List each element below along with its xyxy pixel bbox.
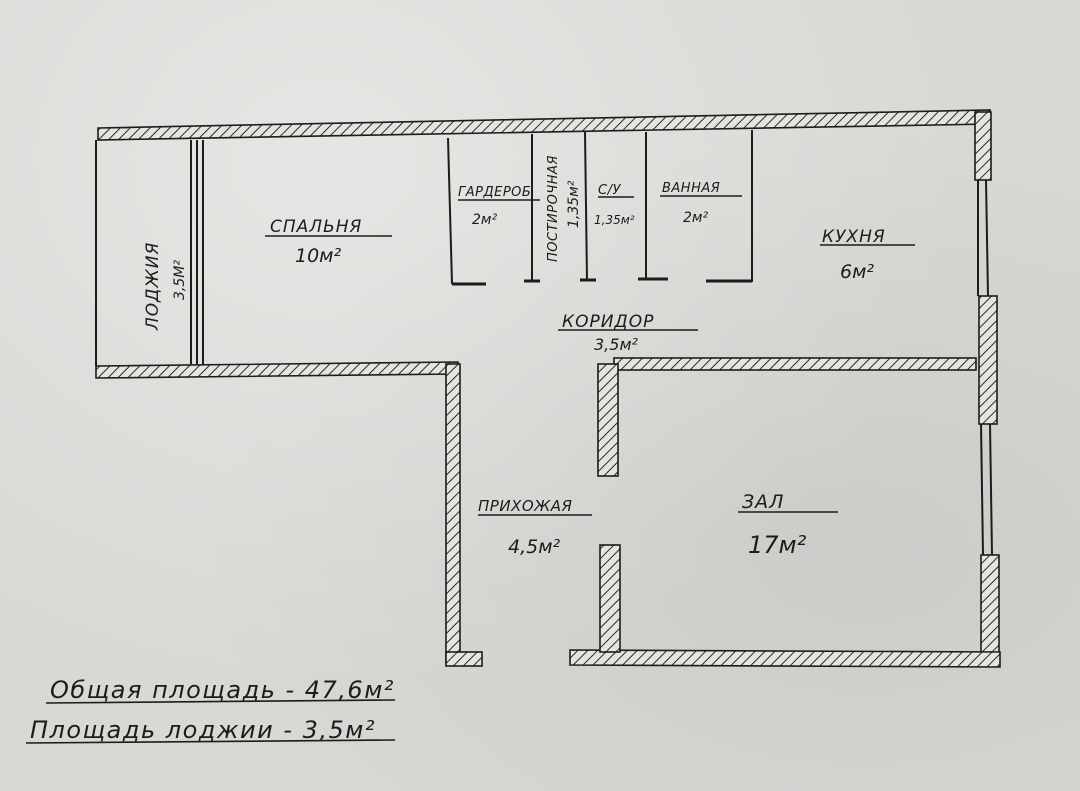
- linen-area: 1,35м²: [566, 180, 582, 228]
- loggia-area: 3,5М²: [172, 260, 188, 300]
- kitchen-right-wall-lower: [978, 295, 998, 425]
- hall-left-wall-foot: [445, 651, 483, 667]
- hall-area: 4,5м²: [508, 536, 561, 558]
- living-top-wall: [613, 357, 977, 371]
- bedroom-bottom-wall: [95, 361, 459, 379]
- wardrobe-name: ГАРДЕРОБ: [458, 185, 531, 200]
- hall-right-wall-upper: [597, 363, 619, 477]
- bath-area: 2м²: [683, 210, 708, 226]
- kitchen-right-wall-upper: [974, 111, 992, 181]
- living-area: 17м²: [748, 531, 807, 559]
- hall-left-wall: [445, 363, 461, 665]
- linen-wc-wall: [584, 131, 588, 281]
- living-window-b: [989, 423, 993, 556]
- exterior-walls: [95, 109, 1001, 668]
- total-area-note: Общая площадь - 47,6м²: [50, 676, 395, 704]
- top-wall: [97, 109, 991, 141]
- partitions: [95, 130, 993, 556]
- linen-name: ПОСТИРОЧНАЯ: [546, 155, 561, 262]
- label-underlines: [25, 195, 915, 744]
- kitchen-area: 6м²: [840, 261, 874, 283]
- living-right-wall: [980, 554, 1000, 666]
- living-window-a: [980, 423, 984, 556]
- corridor-name: КОРИДОР: [562, 312, 654, 332]
- bedroom-area: 10м²: [295, 245, 342, 267]
- kitchen-name: КУХНЯ: [822, 227, 886, 247]
- wc-area: 1,35м²: [594, 213, 635, 227]
- loggia-area-note: Площадь лоджии - 3,5м²: [30, 716, 376, 744]
- wc-name: С/У: [598, 183, 621, 198]
- wardrobe-left-wall: [447, 137, 453, 285]
- hall-right-wall-lower: [599, 544, 621, 653]
- living-bottom-wall: [569, 649, 1001, 668]
- bedroom-name: СПАЛЬНЯ: [270, 217, 362, 237]
- bath-name: ВАННАЯ: [662, 181, 720, 196]
- kitchen-window-b: [985, 179, 989, 297]
- living-name: ЗАЛ: [742, 491, 784, 513]
- hall-name: ПРИХОЖАЯ: [478, 497, 573, 515]
- wardrobe-area: 2м²: [472, 212, 497, 228]
- loggia-name: ЛОДЖИЯ: [143, 242, 163, 331]
- corridor-area: 3,5м²: [594, 335, 639, 354]
